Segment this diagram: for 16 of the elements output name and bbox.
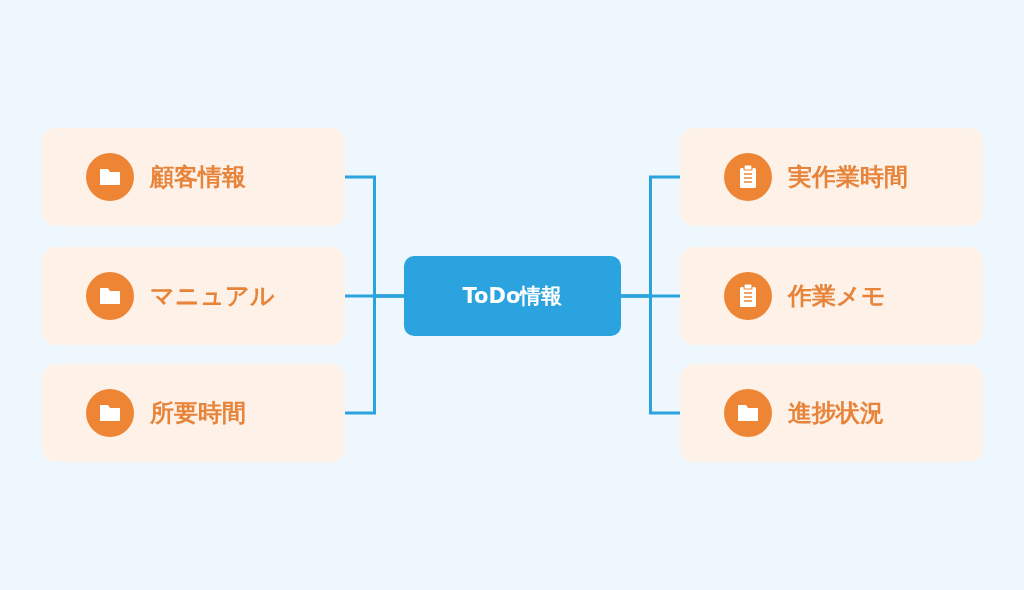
item-card	[680, 247, 983, 345]
item-card	[680, 128, 983, 226]
node-label: ToDo情報	[462, 283, 563, 310]
item-card	[42, 128, 345, 226]
node-label: 進捗状況	[788, 398, 884, 429]
central-box	[404, 256, 621, 336]
item-card	[42, 364, 345, 462]
node-label: 顧客情報	[150, 162, 246, 193]
item-card	[42, 247, 345, 345]
connector-line	[621, 294, 680, 415]
connector-line	[345, 294, 404, 415]
node-label: 実作業時間	[788, 162, 908, 193]
item-card	[680, 364, 983, 462]
node-label: 所要時間	[150, 398, 246, 429]
node-label: マニュアル	[150, 281, 275, 312]
node-label: 作業メモ	[788, 281, 886, 312]
